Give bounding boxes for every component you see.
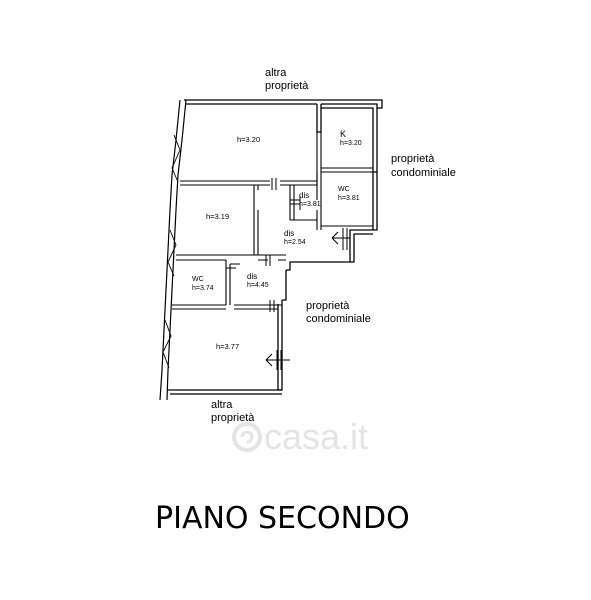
wc-left-height: h=3.74 (192, 285, 214, 292)
wc-left-name: WC (192, 276, 204, 283)
dis-mid-name: dis (284, 229, 294, 238)
room-top-height: h=3.20 (237, 135, 260, 144)
dis-upper-height: h=3.81 (299, 201, 321, 208)
neighbor-right-line1: proprietà (391, 153, 435, 165)
neighbor-top-line1: altra (265, 67, 287, 79)
neighbor-bottom-line1: altra (211, 399, 233, 411)
dis-lower-height: h=4.45 (247, 282, 269, 289)
watermark-text: casa.it (264, 416, 368, 457)
floor-title: PIANO SECONDO (155, 501, 410, 536)
internal-walls (172, 132, 373, 310)
door-symbols (226, 178, 301, 312)
neighbor-top-line2: proprietà (265, 80, 309, 92)
wc-right-height: h=3.81 (338, 195, 360, 202)
dis-upper-name: dis (299, 191, 309, 200)
entrance-arrow-lower (265, 350, 290, 370)
kitchen-height: h=3.20 (340, 140, 362, 147)
room-bottom-height: h=3.77 (216, 342, 239, 351)
entrance-arrow-upper (331, 228, 350, 250)
watermark-logo: casa.it (232, 416, 368, 457)
wall-outline (168, 99, 383, 395)
wc-right-name: WC (338, 186, 350, 193)
room-mid-height: h=3.19 (206, 212, 229, 221)
neighbor-right-line2: condominiale (391, 167, 456, 179)
exterior-wall-left (159, 99, 187, 401)
kitchen-name: K (340, 129, 346, 139)
dis-mid-height: h=2.54 (284, 239, 306, 246)
neighbor-middle-line1: proprietà (306, 300, 350, 312)
neighbor-middle-line2: condominiale (306, 313, 371, 325)
dis-lower-name: dis (247, 272, 257, 281)
neighbor-bottom-line2: proprietà (211, 412, 255, 424)
